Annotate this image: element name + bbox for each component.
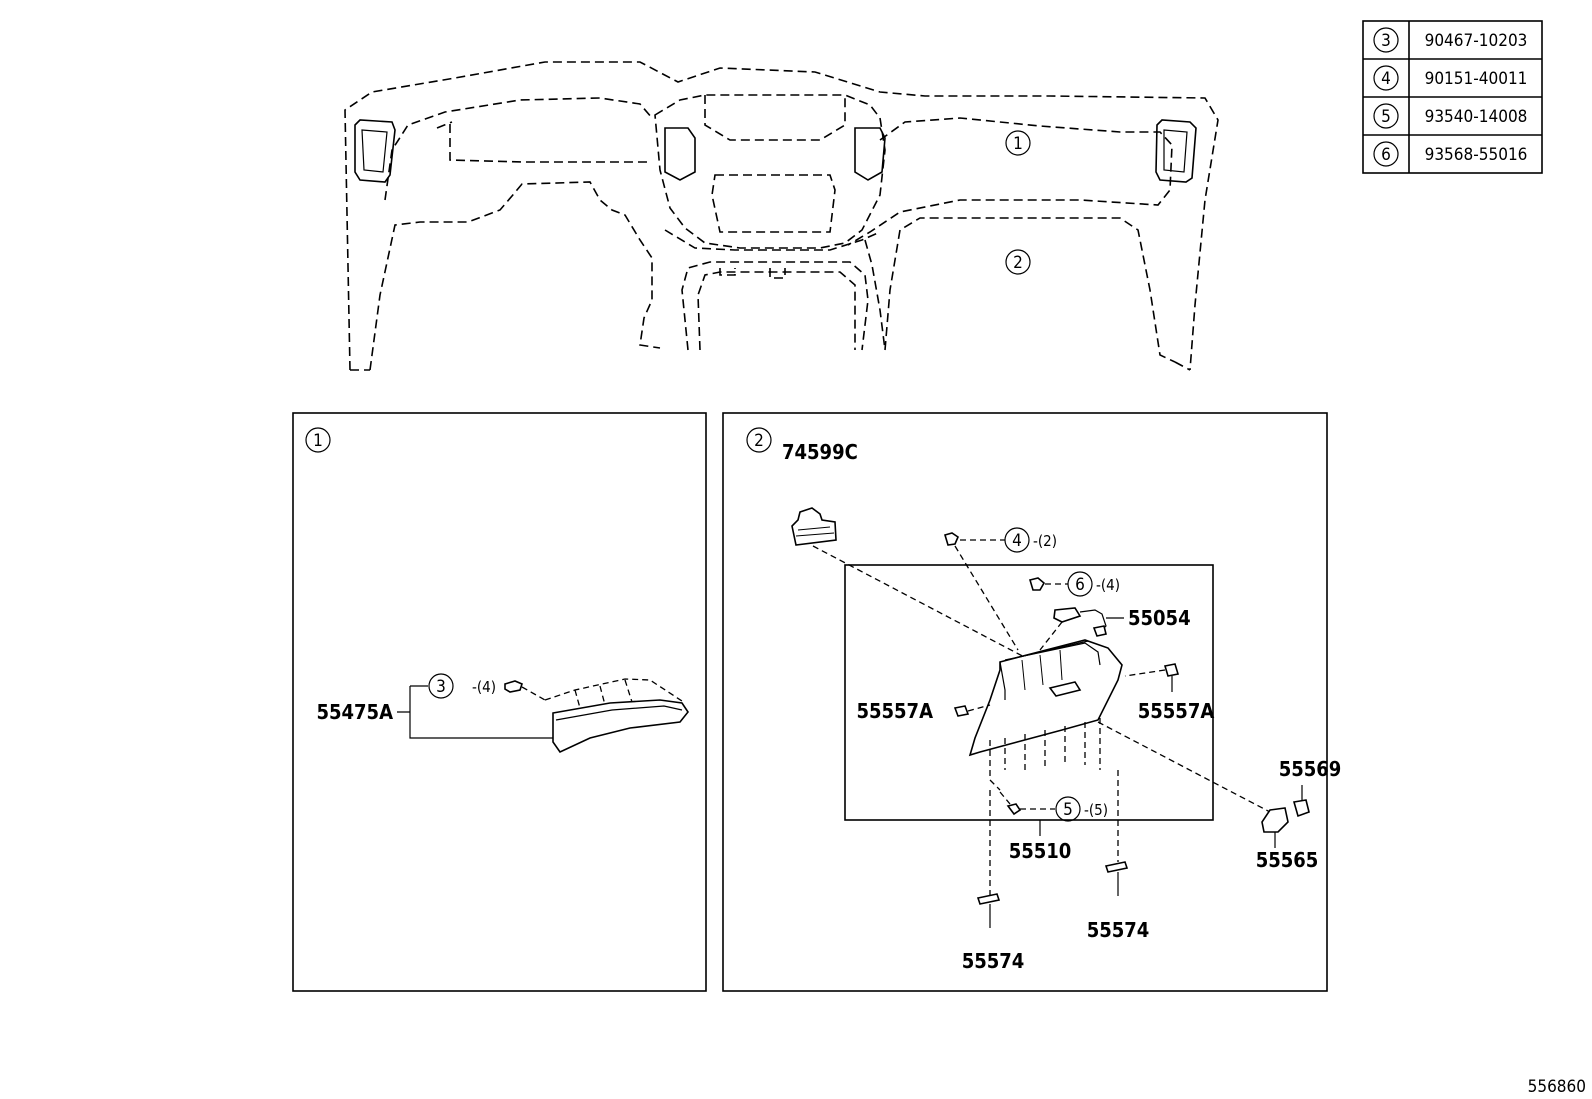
dashboard-overview: 1 2	[344, 61, 1219, 371]
panel-1: 1 55475A 3 -(4)	[292, 412, 707, 992]
parts-table: 3 90467-10203 4 90151-40011 5 93540-1400…	[1362, 20, 1543, 174]
part-55475A	[544, 678, 689, 754]
part-55569	[1292, 785, 1310, 818]
part-55557A-right	[1124, 663, 1180, 692]
label-55475A: 55475A	[316, 700, 393, 724]
assembly-box-55510	[844, 564, 1214, 821]
screw-part-6	[1028, 577, 1068, 591]
table-code-3: 90467-10203	[1425, 31, 1528, 51]
screw-part-4	[944, 532, 1019, 651]
label-55574-right: 55574	[1087, 918, 1150, 942]
table-row-3: 3 90467-10203	[1373, 27, 1528, 53]
part-55054	[1039, 607, 1124, 651]
screw-part-5	[999, 791, 1055, 816]
qty-4: -(2)	[1033, 532, 1057, 550]
overview-callout-2: 2	[1013, 253, 1023, 273]
panel-1-number: 1	[313, 431, 323, 451]
part-55557A-left	[953, 704, 991, 717]
table-ref-4: 4	[1381, 69, 1391, 89]
table-code-6: 93568-55016	[1425, 145, 1528, 165]
ref-4: 4	[1012, 531, 1022, 551]
label-74599C: 74599C	[782, 440, 858, 464]
clip-part-3	[504, 680, 546, 701]
label-55569: 55569	[1279, 757, 1342, 781]
part-55510-glovebox	[968, 639, 1123, 791]
label-55557A-left: 55557A	[856, 699, 933, 723]
table-row-6: 6 93568-55016	[1373, 141, 1528, 167]
figure-id: 556860	[1528, 1077, 1586, 1097]
ref-3: 3	[436, 677, 446, 697]
table-code-4: 90151-40011	[1425, 69, 1528, 89]
table-row-4: 4 90151-40011	[1373, 65, 1528, 91]
overview-callout-1: 1	[1013, 134, 1023, 154]
part-55565	[1097, 721, 1289, 848]
table-row-5: 5 93540-14008	[1373, 103, 1528, 129]
part-55574-right	[1104, 770, 1129, 896]
label-55054: 55054	[1128, 606, 1191, 630]
qty-5: -(5)	[1084, 801, 1108, 819]
part-74599C	[791, 507, 1031, 661]
label-55510: 55510	[1009, 839, 1072, 863]
table-code-5: 93540-14008	[1425, 107, 1528, 127]
part-55574-left	[976, 790, 1001, 928]
table-ref-5: 5	[1381, 107, 1391, 127]
qty-6: -(4)	[1096, 576, 1120, 594]
label-55574-left: 55574	[962, 949, 1025, 973]
ref-5: 5	[1063, 800, 1073, 820]
panel-2: 2 74599C 4 -(2) 6 -(4)	[722, 412, 1342, 992]
panel-2-number: 2	[754, 431, 764, 451]
ref-6: 6	[1075, 575, 1085, 595]
table-ref-3: 3	[1381, 31, 1391, 51]
label-55557A-right: 55557A	[1138, 699, 1215, 723]
table-ref-6: 6	[1381, 145, 1391, 165]
qty-3: -(4)	[472, 678, 496, 696]
label-55565: 55565	[1256, 848, 1319, 872]
